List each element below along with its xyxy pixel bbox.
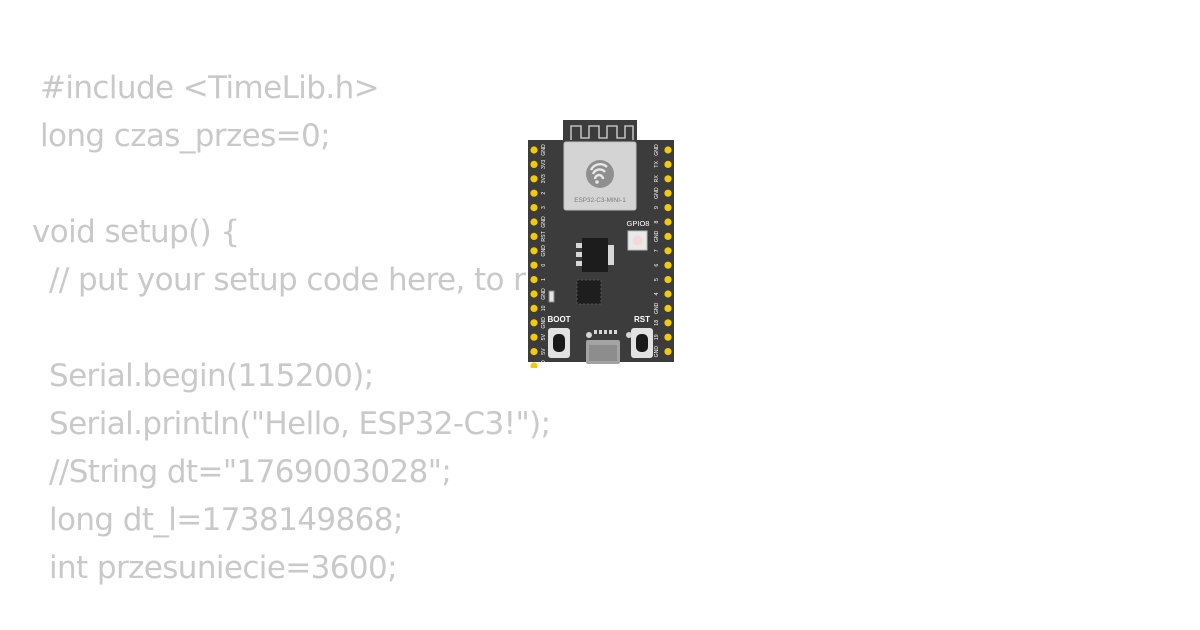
left-pin-pad[interactable] (530, 304, 538, 312)
code-line: Serial.begin(115200); (49, 358, 374, 394)
right-pin-pad[interactable] (664, 175, 672, 183)
left-pin-label: GND (541, 144, 547, 156)
right-pin-label: TX (654, 161, 660, 168)
espressif-logo-icon (586, 160, 614, 188)
right-pin-label: GND (654, 144, 660, 156)
left-pin-pad[interactable] (530, 204, 538, 212)
left-pin-label: 3V3 (541, 160, 547, 169)
right-pin-label: 4 (654, 292, 660, 295)
board-graphic: ESP32-C3-MINI-1 GPIO8 BOOT RST (528, 120, 674, 368)
right-pin-label: GND (654, 346, 660, 358)
right-pin-label: 6 (654, 264, 660, 267)
left-pin-pad[interactable] (530, 160, 538, 168)
right-pin-pad[interactable] (664, 348, 672, 356)
left-pin-pad[interactable] (530, 175, 538, 183)
right-pin-pad[interactable] (664, 319, 672, 327)
smd-resistor (548, 290, 555, 303)
right-pin-pad[interactable] (664, 290, 672, 298)
left-pin-pad[interactable] (530, 362, 538, 368)
esp32-c3-board[interactable]: ESP32-C3-MINI-1 GPIO8 BOOT RST (523, 116, 679, 368)
right-pin-pad[interactable] (664, 160, 672, 168)
code-line: //String dt="1769003028"; (49, 454, 452, 490)
right-pin-label: RX (654, 175, 660, 183)
right-pin-pad[interactable] (664, 146, 672, 154)
left-pin-label: GND (541, 360, 547, 368)
right-pin-label: 8 (654, 220, 660, 223)
voltage-regulator (576, 238, 614, 272)
led-lens (632, 235, 643, 246)
left-pin-pad[interactable] (530, 261, 538, 269)
left-pin-pad[interactable] (530, 247, 538, 255)
right-pin-label: 7 (654, 249, 660, 252)
module-label: ESP32-C3-MINI-1 (574, 197, 626, 204)
left-pin-label: 2 (541, 192, 547, 195)
right-pin-label: 5 (654, 278, 660, 281)
right-pin-pad[interactable] (664, 304, 672, 312)
left-pin-label: 1 (541, 278, 547, 281)
code-line: // put your setup code here, to r (49, 262, 526, 298)
right-pin-label: GND (654, 230, 660, 242)
left-pin-pad[interactable] (530, 333, 538, 341)
code-line: Serial.println("Hello, ESP32-C3!"); (49, 406, 551, 442)
left-pin-label: 0 (541, 264, 547, 267)
right-pin-pad[interactable] (664, 261, 672, 269)
code-line: void setup() { (32, 214, 240, 250)
left-pin-label: 3 (541, 206, 547, 209)
left-pin-label: 3V3 (541, 174, 547, 183)
usb-connector[interactable] (586, 330, 632, 364)
right-pin-label: 9 (654, 206, 660, 209)
right-pin-label: 18 (654, 320, 660, 326)
code-line: long czas_przes=0; (40, 118, 331, 154)
left-pin-label: RST (541, 230, 547, 241)
right-pin-pad[interactable] (664, 333, 672, 341)
right-pin-pad[interactable] (664, 218, 672, 226)
left-pin-label: GND (541, 288, 547, 300)
code-line: int przesuniecie=3600; (49, 550, 398, 586)
right-pin-label: 19 (654, 334, 660, 340)
right-pin-pad[interactable] (664, 204, 672, 212)
left-pin-label: 5V (541, 333, 547, 340)
left-pin-pad[interactable] (530, 319, 538, 327)
antenna-trace (570, 125, 634, 140)
rst-button[interactable] (631, 328, 653, 358)
right-pin-pad[interactable] (664, 247, 672, 255)
left-pin-label: GND (541, 317, 547, 329)
left-pin-pad[interactable] (530, 348, 538, 356)
left-pin-label: GND (541, 216, 547, 228)
code-line: #include <TimeLib.h> (40, 70, 380, 106)
left-pin-pad[interactable] (530, 146, 538, 154)
right-pin-pad[interactable] (664, 276, 672, 284)
code-editor-background: #include <TimeLib.h> long czas_przes=0; … (0, 0, 551, 586)
left-pin-pad[interactable] (530, 232, 538, 240)
rst-label: RST (634, 315, 650, 324)
boot-button[interactable] (548, 328, 570, 358)
right-pin-label: GND (654, 187, 660, 199)
usb-chip (576, 279, 602, 305)
left-pin-label: 5V (541, 348, 547, 355)
left-pin-pad[interactable] (530, 290, 538, 298)
left-pin-pad[interactable] (530, 276, 538, 284)
right-pin-pad[interactable] (664, 189, 672, 197)
right-pin-pad[interactable] (664, 232, 672, 240)
right-pin-label: GND (654, 302, 660, 314)
code-line: long dt_l=1738149868; (49, 502, 403, 538)
left-pin-label: GND (541, 245, 547, 257)
left-pin-pad[interactable] (530, 189, 538, 197)
left-pin-pad[interactable] (530, 218, 538, 226)
left-pin-label: 10 (541, 305, 547, 311)
boot-label: BOOT (547, 315, 570, 324)
led-label: GPIO8 (627, 219, 650, 228)
